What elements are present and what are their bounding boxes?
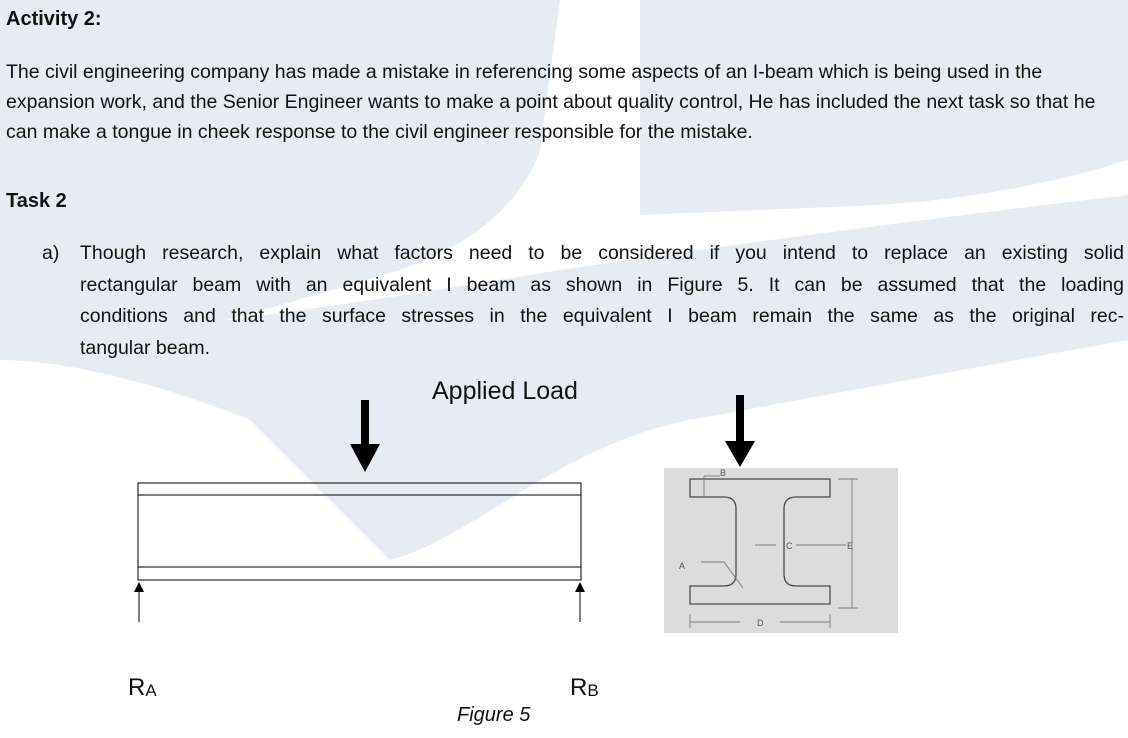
item-line-2: rectangular beam with an equivalent I be…: [80, 273, 1124, 296]
watermark-shape-bottom: [0, 195, 1128, 560]
watermark-shape-right: [640, 0, 1128, 215]
reaction-a-label: RA: [128, 674, 157, 702]
beam: [137, 482, 582, 581]
support-right: [575, 582, 585, 622]
ibeam-label-c: C: [786, 541, 793, 551]
figure-drawing: B C E A D: [134, 395, 898, 633]
ibeam-label-d: D: [757, 618, 764, 628]
support-left: [134, 582, 144, 622]
ibeam-dimension-lines: [689, 475, 858, 628]
beam-load-arrow: [350, 400, 380, 472]
ibeam-label-b: B: [720, 468, 726, 478]
ibeam-load-arrow: [725, 395, 755, 467]
watermark-shape-left: [0, 0, 560, 350]
reaction-a-letter: R: [128, 674, 146, 701]
ibeam-label-a: A: [679, 561, 685, 571]
applied-load-label: Applied Load: [432, 377, 578, 405]
task-heading: Task 2: [6, 190, 67, 212]
ibeam-cross-section: B C E A D: [664, 468, 898, 633]
item-marker: a): [42, 242, 60, 264]
reaction-b-letter: R: [570, 674, 588, 701]
intro-paragraph: The civil engineering company has made a…: [6, 61, 1096, 143]
activity-heading: Activity 2:: [6, 8, 102, 30]
item-line-3: conditions and that the surface stresses…: [80, 305, 1124, 327]
item-line-4: tangular beam.: [80, 336, 211, 359]
reaction-b-label: RB: [570, 674, 599, 702]
item-text: Though research, explain what factors ne…: [80, 238, 1124, 364]
figure-caption: Figure 5: [457, 704, 531, 726]
reaction-a-subscript: A: [145, 681, 157, 700]
reaction-b-subscript: B: [587, 681, 599, 700]
ibeam-outline: [689, 478, 831, 605]
ibeam-label-e: E: [847, 541, 853, 551]
figure-5: B C E A D Applied Load RA RB Figure 5: [0, 360, 1128, 738]
item-line-1: Though research, explain what factors ne…: [80, 242, 1124, 264]
